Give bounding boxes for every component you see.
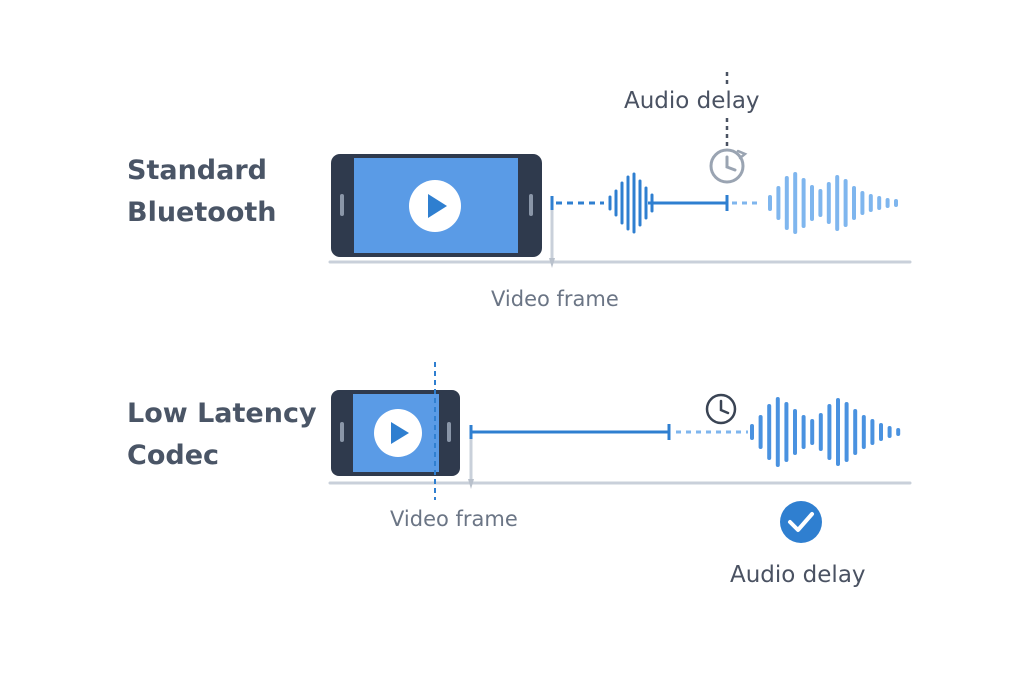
standard-title-line2: Bluetooth [127,197,277,228]
standard-bluetooth-title: Standard Bluetooth [127,150,277,234]
standard-title-line1: Standard [127,155,267,186]
low-latency-audio-waveform [750,397,901,467]
standard-audio-waveform-delayed [768,172,898,234]
standard-video-frame-tick [549,258,555,268]
standard-audio-waveform-dark [608,172,654,234]
clock-icon [705,393,737,425]
low-latency-title-line2: Codec [127,440,220,471]
low-latency-row [328,362,912,543]
standard-audio-delay-label: Audio delay [624,88,760,114]
low-latency-video-frame-label: Video frame [390,507,518,531]
standard-phone [331,154,542,257]
check-circle-icon [780,501,822,543]
phone-side-button-right [447,422,451,442]
phone-side-button-right [529,194,533,216]
play-icon [391,422,409,444]
phone-side-button-left [340,422,344,442]
standard-row [328,72,912,268]
play-icon [428,194,447,218]
low-latency-audio-delay-label: Audio delay [730,562,866,588]
low-latency-codec-title: Low Latency Codec [127,393,317,477]
standard-video-frame-label: Video frame [491,287,619,311]
clock-icon [709,148,748,184]
low-latency-phone [331,390,460,476]
phone-side-button-left [340,194,344,216]
low-latency-video-frame-tick [468,479,474,489]
low-latency-title-line1: Low Latency [127,398,317,429]
